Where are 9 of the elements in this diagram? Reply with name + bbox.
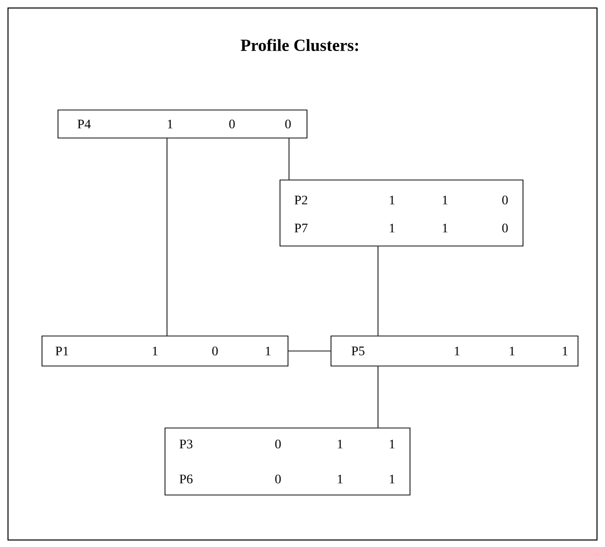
profile-box: P1 1 0 1 xyxy=(42,336,288,366)
connector-line xyxy=(288,138,290,180)
profile-box: P5 1 1 1 xyxy=(330,336,578,366)
profile-box: P2 1 1 0 P7 1 1 0 xyxy=(280,180,524,246)
connector-line xyxy=(288,350,331,352)
title: Profile Clusters: xyxy=(240,38,358,52)
connector-line xyxy=(166,138,168,336)
profile-box: P4 1 0 0 xyxy=(58,110,308,138)
profile-box: P3 0 1 1 P6 0 1 1 xyxy=(164,428,410,496)
